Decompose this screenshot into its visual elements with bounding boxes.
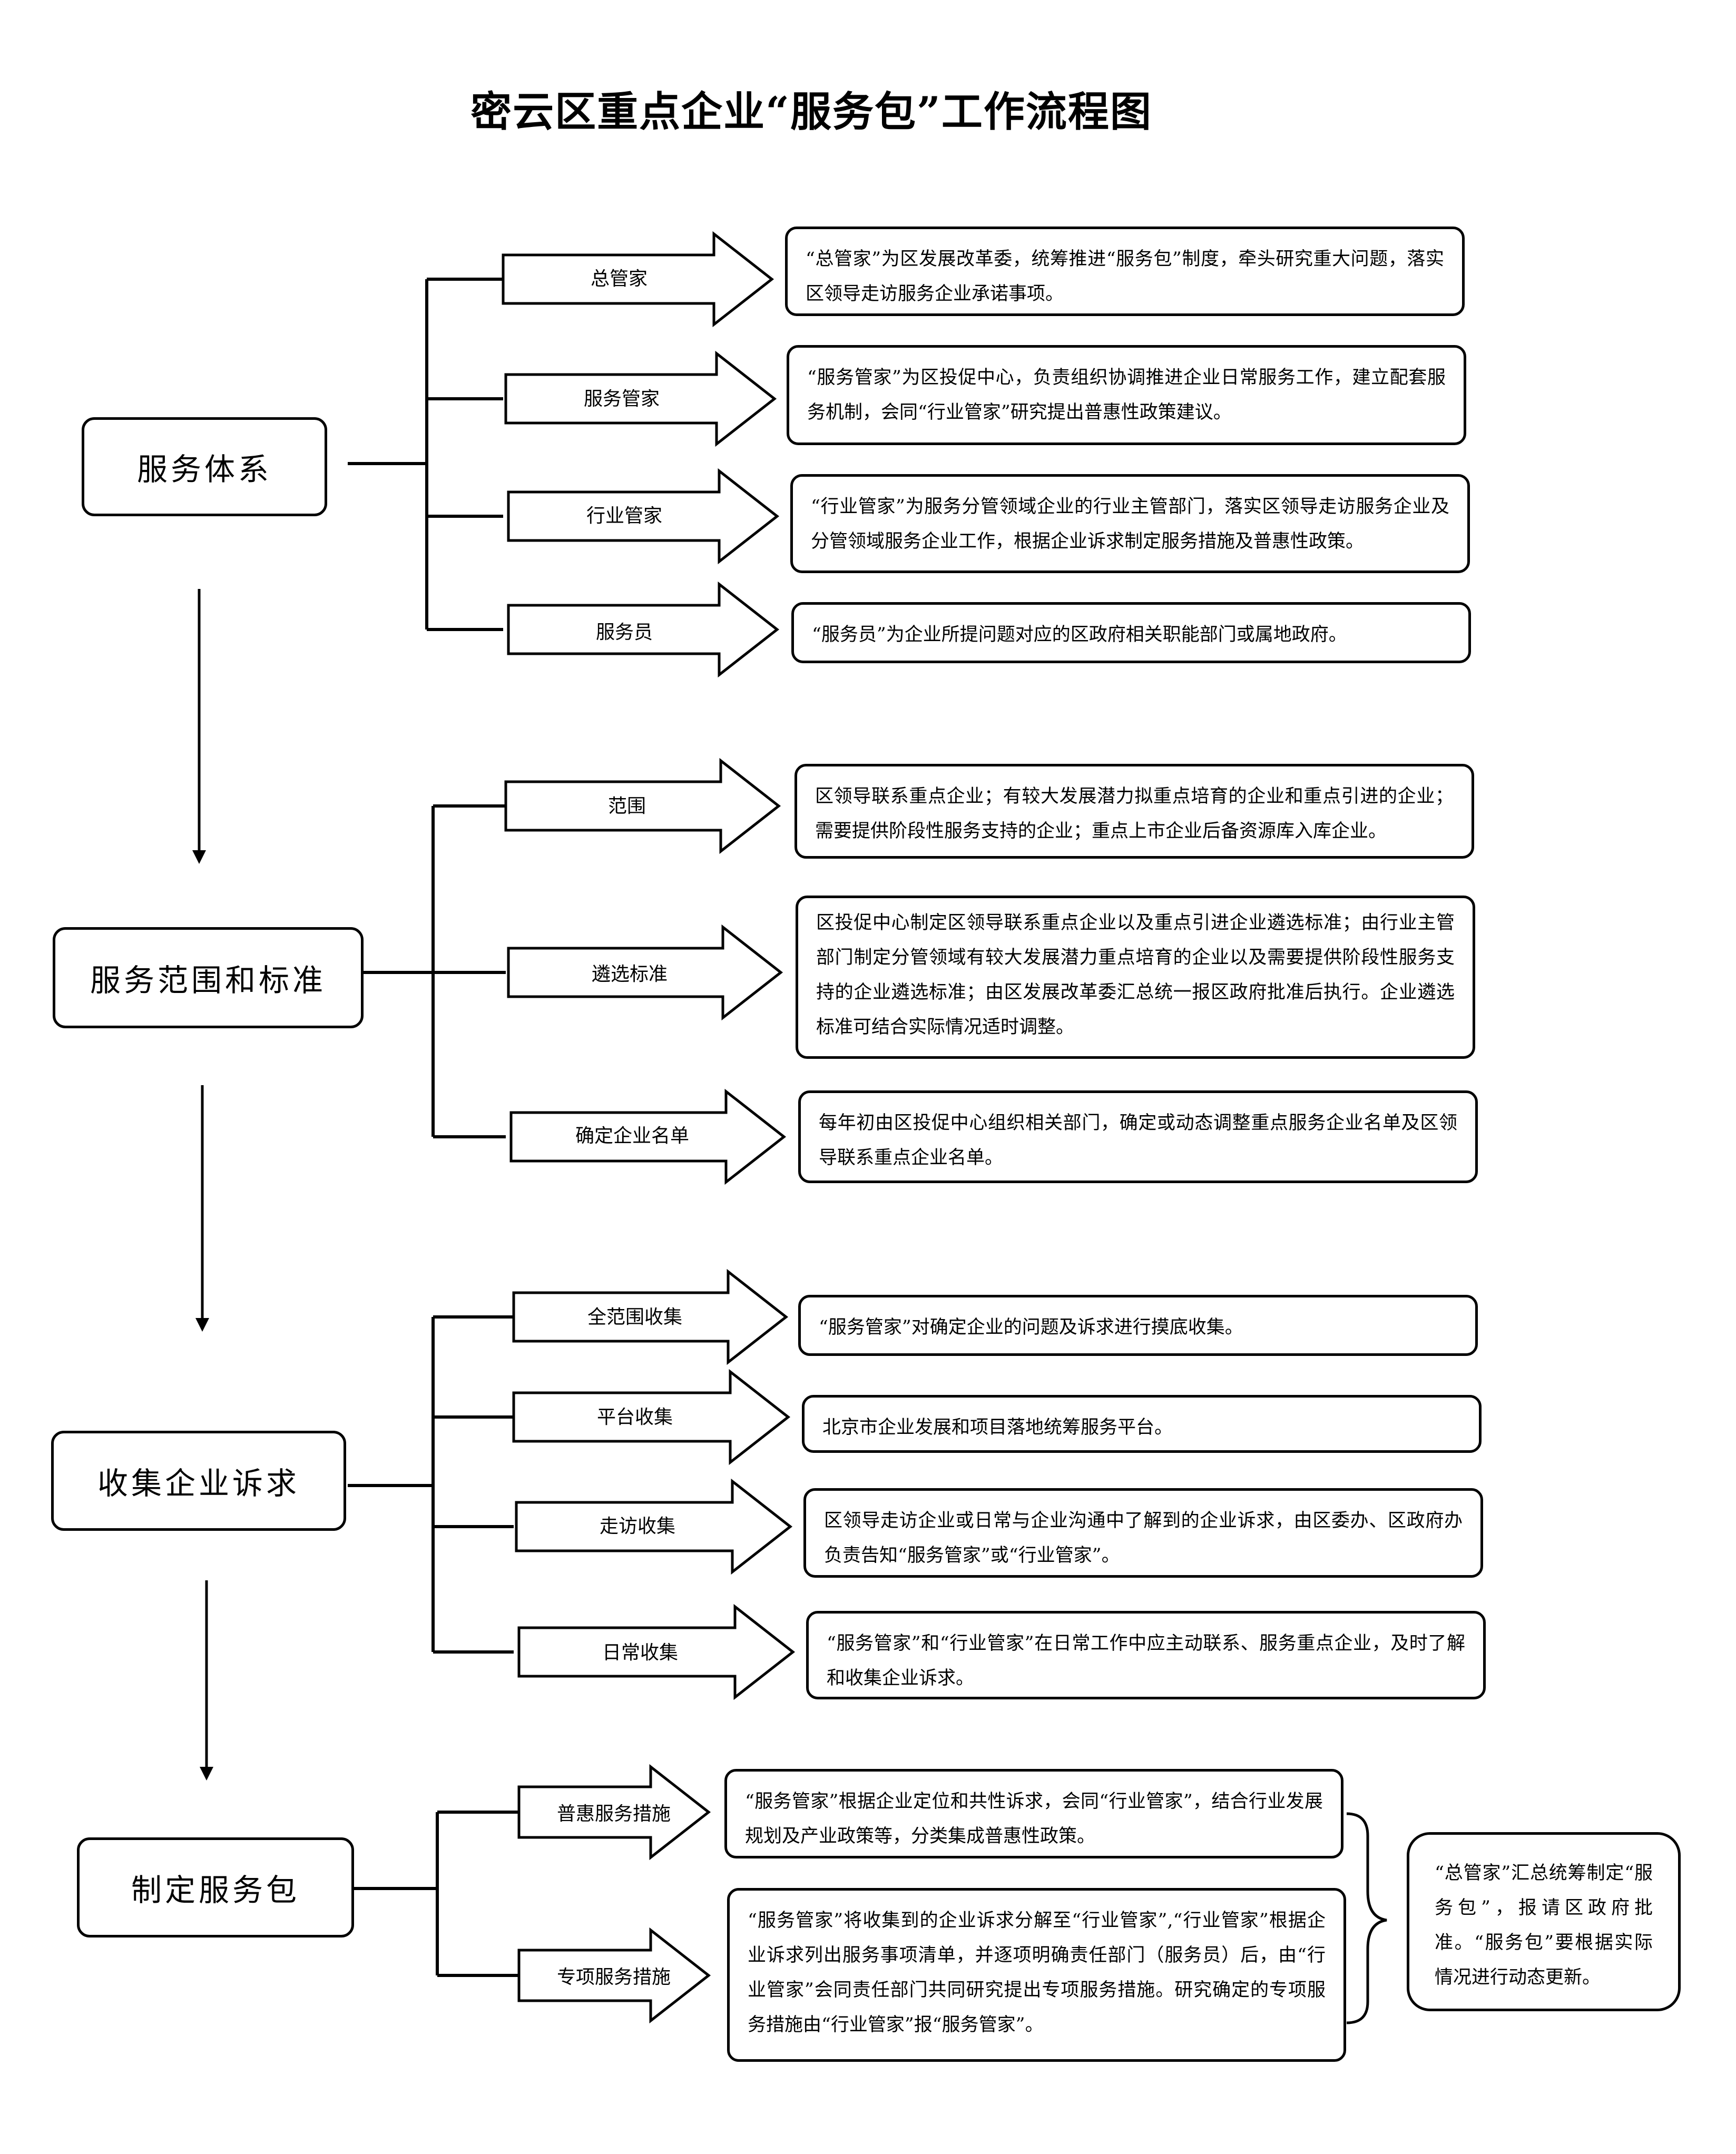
down-arrow-2-head xyxy=(195,1318,209,1332)
desc-daily-collection: “服务管家”和“行业管家”在日常工作中应主动联系、服务重点企业，及时了解和收集企… xyxy=(806,1611,1486,1699)
desc-special-measures: “服务管家”将收集到的企业诉求分解至“行业管家”,“行业管家”根据企业诉求列出服… xyxy=(727,1888,1346,2062)
arrow-label-service-steward: 服务管家 xyxy=(583,388,660,410)
arrow-label-selection-standard: 遴选标准 xyxy=(591,963,668,985)
arrow-label-full-collection: 全范围收集 xyxy=(587,1306,682,1328)
desc-industry-steward: “行业管家”为服务分管领域企业的行业主管部门，落实区领导走访服务企业及分管领域服… xyxy=(790,474,1470,573)
down-arrow-3-head xyxy=(200,1767,213,1781)
arrow-s3-3 xyxy=(515,1478,793,1575)
arrow-label-scope: 范围 xyxy=(607,795,646,817)
section-box-service-system: 服务体系 xyxy=(82,417,327,516)
arrow-label-daily-collection: 日常收集 xyxy=(602,1642,678,1664)
arrow-label-chief-steward: 总管家 xyxy=(590,268,648,290)
arrow-s1-3 xyxy=(507,468,780,565)
arrow-label-platform-collection: 平台收集 xyxy=(596,1407,673,1428)
arrow-s1-1 xyxy=(502,231,774,328)
arrow-label-service-staff: 服务员 xyxy=(595,622,653,643)
page-title: 密云区重点企业“服务包”工作流程图 xyxy=(470,88,1152,136)
arrow-s2-3 xyxy=(509,1088,787,1185)
summary-brace xyxy=(1346,1812,1387,2024)
desc-visit-collection: 区领导走访企业或日常与企业沟通中了解到的企业诉求，由区委办、区政府办负责告知“服… xyxy=(803,1488,1483,1578)
arrow-s3-4 xyxy=(517,1604,796,1700)
section-box-collect-demands: 收集企业诉求 xyxy=(51,1431,346,1531)
desc-service-steward: “服务管家”为区投促中心，负责组织协调推进企业日常服务工作，建立配套服务机制，会… xyxy=(787,345,1466,445)
arrow-label-industry-steward: 行业管家 xyxy=(586,505,662,527)
desc-confirm-list: 每年初由区投促中心组织相关部门，确定或动态调整重点服务企业名单及区领导联系重点企… xyxy=(798,1090,1478,1183)
desc-general-measures: “服务管家”根据企业定位和共性诉求，会同“行业管家”，结合行业发展规划及产业政策… xyxy=(724,1769,1343,1858)
desc-chief-steward: “总管家”为区发展改革委，统筹推进“服务包”制度，牵头研究重大问题，落实区领导走… xyxy=(785,227,1465,316)
arrow-s4-2 xyxy=(517,1927,711,2024)
arrow-s1-4 xyxy=(507,581,780,678)
desc-selection-standard: 区投促中心制定区领导联系重点企业以及重点引进企业遴选标准；由行业主管部门制定分管… xyxy=(796,896,1475,1059)
arrow-label-confirm-list: 确定企业名单 xyxy=(575,1125,689,1147)
arrow-s1-2 xyxy=(504,350,777,447)
desc-service-staff: “服务员”为企业所提问题对应的区政府相关职能部门或属地政府。 xyxy=(791,602,1471,663)
desc-scope: 区领导联系重点企业；有较大发展潜力拟重点培育的企业和重点引进的企业；需要提供阶段… xyxy=(795,764,1474,859)
arrow-label-special-measures: 专项服务措施 xyxy=(556,1966,671,1988)
section-box-service-package: 制定服务包 xyxy=(77,1837,354,1937)
summary-service-package: “总管家”汇总统筹制定“服务包”，报请区政府批准。“服务包”要根据实际情况进行动… xyxy=(1407,1832,1681,2011)
arrow-label-visit-collection: 走访收集 xyxy=(599,1516,675,1537)
desc-full-collection: “服务管家”对确定企业的问题及诉求进行摸底收集。 xyxy=(798,1295,1478,1356)
section-box-scope-standard: 服务范围和标准 xyxy=(53,927,364,1028)
arrow-s2-1 xyxy=(504,758,781,854)
arrow-s4-1 xyxy=(517,1764,711,1861)
arrow-s2-2 xyxy=(507,924,783,1021)
arrow-label-general-measures: 普惠服务措施 xyxy=(556,1803,671,1825)
desc-platform-collection: 北京市企业发展和项目落地统筹服务平台。 xyxy=(802,1395,1482,1453)
arrow-s3-1 xyxy=(512,1268,789,1365)
arrow-s3-2 xyxy=(512,1369,791,1465)
down-arrow-1-head xyxy=(192,850,206,864)
